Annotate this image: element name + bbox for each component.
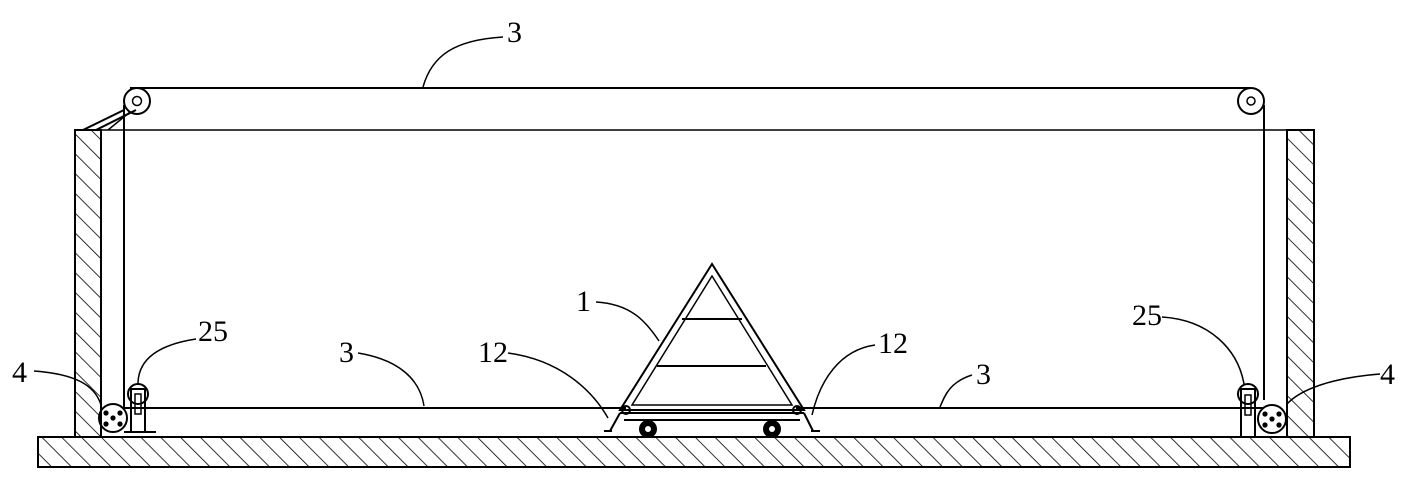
- left-lower-pulley: [124, 383, 156, 433]
- label-winch-right: 4: [1380, 358, 1395, 391]
- leader-lines: [33, 36, 1381, 419]
- left-winch-drum: [98, 403, 128, 433]
- right-wheel: [763, 420, 781, 438]
- label-rope-top: 3: [507, 16, 522, 49]
- right-winch-drum: [1257, 404, 1287, 434]
- label-frame: 1: [576, 285, 591, 318]
- left-wall: [74, 129, 102, 438]
- label-pulley-left: 25: [198, 315, 228, 348]
- label-pulley-right: 25: [1132, 299, 1162, 332]
- label-winch-left: 4: [12, 356, 27, 389]
- left-wheel: [639, 420, 657, 438]
- right-lower-pulley: [1230, 383, 1262, 438]
- label-rope-left: 3: [339, 336, 354, 369]
- right-wall: [1286, 129, 1315, 438]
- label-guide-right: 12: [878, 327, 908, 360]
- label-rope-right: 3: [976, 358, 991, 391]
- left-top-pulley: [82, 87, 151, 131]
- right-top-pulley: [1237, 87, 1265, 115]
- label-guide-left: 12: [478, 336, 508, 369]
- base-slab: [37, 436, 1351, 468]
- triangular-frame: [604, 262, 820, 432]
